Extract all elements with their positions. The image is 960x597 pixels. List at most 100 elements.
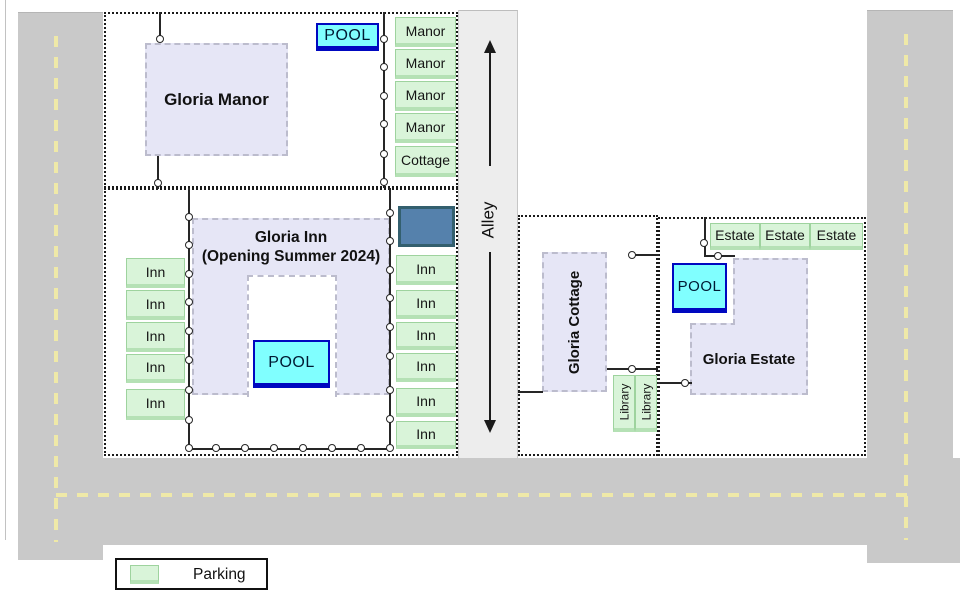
manor-pool: POOL <box>316 23 379 51</box>
parking-spot-estate: Estate <box>810 223 863 250</box>
inn-pool-label: POOL <box>268 353 315 371</box>
connector-node <box>380 150 388 158</box>
parking-spot-label: Manor <box>405 22 446 39</box>
parking-spot-inn: Inn <box>126 290 185 320</box>
parking-spot-inn: Inn <box>126 322 185 352</box>
inn-building-subtitle: (Opening Summer 2024) <box>201 248 381 265</box>
connector-node <box>628 251 636 259</box>
manor-region <box>104 12 458 188</box>
estate-building-wing <box>733 258 808 325</box>
parking-spot-label: Inn <box>416 326 436 343</box>
connector-node <box>386 209 394 217</box>
parking-spot-inn: Inn <box>396 421 456 449</box>
parking-spot-label: Manor <box>405 54 446 71</box>
manor-building-label: Gloria Manor <box>164 89 269 109</box>
estate-pool: POOL <box>672 263 727 313</box>
alley-label: Alley <box>477 201 497 239</box>
connector-line <box>188 188 190 450</box>
parking-spot-label: Manor <box>405 86 446 103</box>
alley-down-arrow-icon <box>489 252 491 420</box>
library-spot-label: Library <box>617 383 631 421</box>
connector-node <box>700 239 708 247</box>
manor-pool-label: POOL <box>324 26 371 44</box>
connector-line <box>658 382 692 384</box>
connector-node <box>154 179 162 187</box>
connector-line <box>159 12 161 40</box>
connector-line <box>518 391 543 393</box>
bottom-road <box>18 458 960 545</box>
manor-building: Gloria Manor <box>145 43 288 156</box>
parking-spot-inn: Inn <box>396 388 456 417</box>
library-spot: Library <box>613 375 635 432</box>
parking-spot-label: Inn <box>416 358 436 374</box>
parking-spot-label: Estate <box>715 227 755 243</box>
cottage-region <box>518 215 658 456</box>
parking-spot-inn: Inn <box>396 255 456 285</box>
parking-spot-label: Inn <box>416 260 436 277</box>
parking-spot-label: Estate <box>765 227 805 243</box>
connector-node <box>386 294 394 302</box>
parking-spot-inn: Inn <box>396 353 456 382</box>
inn-building-title: Gloria Inn (Opening Summer 2024) <box>192 228 390 266</box>
parking-spot-estate: Estate <box>710 223 760 250</box>
connector-node <box>380 178 388 186</box>
parking-swatch-icon <box>130 565 159 584</box>
estate-building-main: Gloria Estate <box>690 323 808 395</box>
parking-spot-manor: Manor <box>395 17 456 47</box>
parking-spot-manor: Manor <box>395 49 456 79</box>
alley-up-arrow-icon <box>489 52 491 166</box>
connector-node <box>185 444 193 452</box>
bottom-road-extension <box>867 545 960 563</box>
legend: Parking <box>115 558 268 590</box>
connector-node <box>270 444 278 452</box>
parking-spot-label: Inn <box>416 393 436 409</box>
alley <box>458 10 518 458</box>
connector-node <box>386 237 394 245</box>
parking-spot-inn: Inn <box>396 322 456 350</box>
connector-node <box>357 444 365 452</box>
connector-node <box>386 444 394 452</box>
connector-node <box>299 444 307 452</box>
connector-node <box>328 444 336 452</box>
connector-line <box>383 12 385 188</box>
connector-node <box>386 266 394 274</box>
parking-spot-label: Inn <box>145 359 166 375</box>
parking-spot-inn: Inn <box>396 290 456 319</box>
alley-down-arrowhead-icon <box>484 420 496 433</box>
parking-spot-label: Inn <box>416 295 436 311</box>
parking-spot-estate: Estate <box>760 223 810 250</box>
parking-spot-label: Estate <box>816 227 857 243</box>
right-road <box>867 10 953 545</box>
parking-spot-label: Inn <box>145 327 166 344</box>
cottage-building-label: Gloria Cottage <box>566 270 584 374</box>
connector-node <box>185 416 193 424</box>
connector-line <box>704 217 706 257</box>
parking-spot-manor: Manor <box>395 113 456 143</box>
connector-node <box>185 356 193 364</box>
connector-node <box>714 252 722 260</box>
connector-node <box>185 386 193 394</box>
cottage-building: Gloria Cottage <box>542 252 607 392</box>
estate-pool-label: POOL <box>677 278 722 295</box>
utility-building <box>398 206 455 247</box>
connector-node <box>185 327 193 335</box>
connector-line <box>632 254 659 256</box>
bottom-road-centerline <box>56 493 908 497</box>
connector-node <box>628 365 636 373</box>
legend-label: Parking <box>193 566 246 583</box>
parking-spot-inn: Inn <box>126 258 185 288</box>
right-road-centerline <box>904 34 908 540</box>
connector-node <box>185 241 193 249</box>
alley-label-wrap: Alley <box>458 192 518 248</box>
connector-node <box>380 63 388 71</box>
map-edge-line <box>5 0 6 540</box>
parking-spot-cottage: Cottage <box>395 146 456 177</box>
parking-spot-inn: Inn <box>126 354 185 383</box>
alley-up-arrowhead-icon <box>484 40 496 53</box>
connector-node <box>386 386 394 394</box>
parking-spot-label: Inn <box>145 295 166 312</box>
connector-node <box>185 298 193 306</box>
left-road-centerline <box>54 36 58 542</box>
connector-node <box>212 444 220 452</box>
library-spot: Library <box>635 375 657 432</box>
